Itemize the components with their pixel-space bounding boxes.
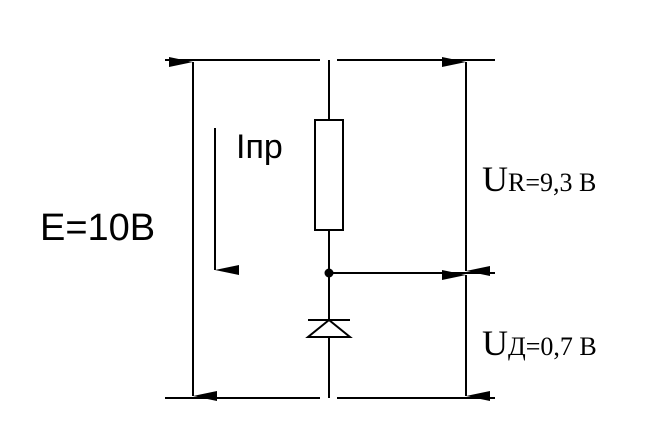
resistor-voltage-label: UR=9,3 В <box>482 159 596 199</box>
current-symbol: I <box>236 128 245 166</box>
diode-triangle <box>305 318 353 338</box>
source-voltage-label: E=10B <box>40 207 155 249</box>
main-branch <box>305 60 353 398</box>
diode-icon <box>305 318 353 338</box>
resistor-voltage-value: =9,3 В <box>525 168 596 197</box>
current-label: Iпр <box>236 128 283 166</box>
diode-voltage-symbol: U <box>482 323 508 363</box>
diode-voltage-subscript: Д <box>508 332 526 361</box>
resistor-voltage-subscript: R <box>508 168 526 197</box>
diode-voltage-label: UД=0,7 В <box>482 323 597 363</box>
junction-dot-icon <box>324 268 334 278</box>
current-subscript: пр <box>245 128 282 166</box>
resistor-voltage-symbol: U <box>482 159 508 199</box>
resistor-icon <box>314 119 344 231</box>
diode-voltage-value: =0,7 В <box>526 332 597 361</box>
